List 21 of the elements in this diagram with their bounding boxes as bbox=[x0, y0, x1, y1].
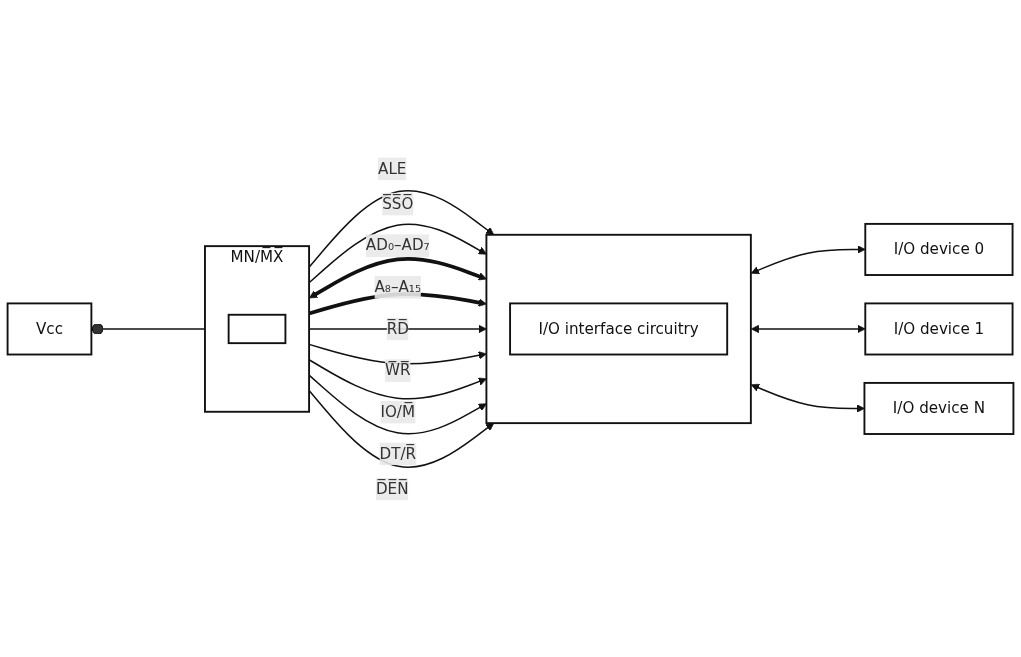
edge-label: W̅R̅ bbox=[385, 360, 411, 379]
edge-label: R̅D̅ bbox=[386, 319, 409, 338]
arrow bbox=[309, 256, 487, 298]
edge-label: DT/R̅ bbox=[379, 443, 417, 462]
node-box: I/O interface circuitry bbox=[509, 302, 729, 355]
node-box: Vcc bbox=[6, 302, 93, 355]
arrow bbox=[750, 383, 865, 413]
node-box bbox=[227, 313, 287, 344]
edge-label: S̅S̅O̅ bbox=[382, 194, 414, 213]
edge-label: AD₀–AD₇ bbox=[365, 235, 430, 254]
edge-label: D̅E̅N̅ bbox=[375, 479, 409, 498]
arrow bbox=[750, 324, 866, 333]
node-box: I/O device N bbox=[863, 381, 1015, 435]
edge-label: IO/M̅ bbox=[380, 402, 416, 421]
arrow bbox=[750, 244, 866, 274]
node-box: I/O device 1 bbox=[864, 302, 1014, 355]
edge-label: A₈–A₁₅ bbox=[374, 277, 421, 296]
node-box: I/O device 0 bbox=[864, 222, 1014, 276]
cluster bbox=[485, 233, 752, 424]
edge-label: ALE bbox=[378, 159, 407, 177]
cluster: MN/M̅X̅ bbox=[204, 244, 311, 413]
